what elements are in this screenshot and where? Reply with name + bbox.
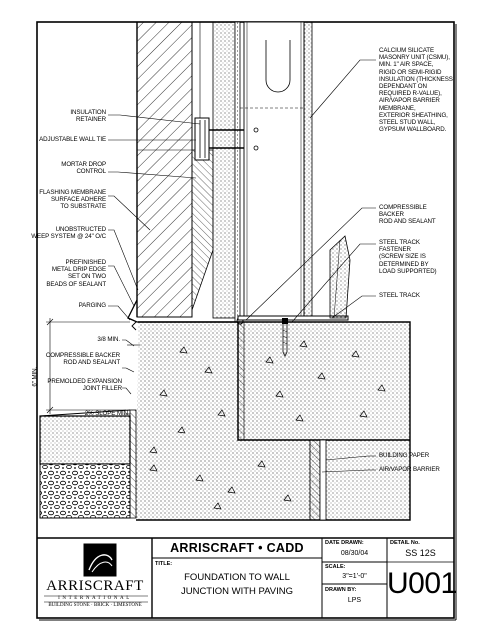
sheet-number: U001 — [387, 567, 457, 600]
label-mortar-drop-control: MORTAR DROP CONTROL — [61, 161, 106, 176]
label-3-8-min: 3/8 MIN. — [97, 336, 120, 343]
label-air-vapor-barrier: AIR/VAPOR BARRIER — [379, 466, 440, 473]
scale-value: 3"=1'-0" — [342, 573, 367, 580]
label-steel-track-fastener: STEEL TRACK FASTENER (SCREW SIZE IS DETE… — [379, 239, 437, 275]
title-line-2: JUNCTION WITH PAVING — [180, 586, 294, 597]
label-backer-rod-left: COMPRESSIBLE BACKER ROD AND SEALANT — [45, 352, 120, 367]
label-weep-system: UNOBSTRUCTED WEEP SYSTEM @ 24" O/C — [31, 226, 106, 241]
label-drip-edge: PREFINISHED METAL DRIP EDGE SET ON TWO B… — [46, 259, 106, 288]
title-label: TITLE: — [155, 561, 173, 567]
drip-edge — [127, 299, 240, 323]
scale-label: SCALE: — [325, 564, 346, 570]
detail-value: SS 12S — [405, 548, 436, 558]
logo-name: ARRISCRAFT — [46, 578, 144, 594]
drawn-label: DRAWN BY: — [325, 587, 357, 593]
expansion-joint-filler — [129, 409, 137, 519]
label-slope-min: 2% SLOPE MIN — [84, 410, 128, 417]
title-block — [37, 537, 454, 618]
adjustable-wall-tie — [194, 117, 259, 161]
label-6-min: 6" MIN. — [31, 366, 39, 387]
date-label: DATE DRAWN: — [325, 540, 364, 546]
label-insulation-retainer: INSULATION RETAINER — [70, 109, 106, 124]
drawn-value: LPS — [347, 597, 362, 604]
title-line-1: FOUNDATION TO WALL — [184, 572, 290, 583]
label-expansion-filler: PREMOLDED EXPANSION JOINT FILLER — [47, 378, 122, 393]
paving — [39, 409, 131, 519]
steel-stud — [243, 21, 305, 319]
steel-track — [237, 315, 349, 321]
label-adjustable-wall-tie: ADJUSTABLE WALL TIE — [39, 136, 106, 143]
foundation-slab — [136, 321, 411, 521]
date-value: 08/30/04 — [340, 550, 369, 557]
rigid-insulation — [212, 21, 236, 319]
label-wall-assembly: CALCIUM SILICATE MASONRY UNIT (CSMU), MI… — [379, 47, 453, 134]
company-heading: ARRISCRAFT • CADD — [170, 541, 304, 555]
csmu-veneer — [136, 21, 193, 318]
logo-sub: INTERNATIONAL — [58, 596, 132, 601]
mortar-drop-control — [191, 149, 214, 311]
label-backer-rod-right: COMPRESSIBLE BACKER ROD AND SEALANT — [379, 204, 436, 226]
detail-label: DETAIL No. — [390, 540, 420, 546]
label-parging: PARGING — [78, 302, 106, 309]
label-building-paper: BUILDING PAPER — [379, 452, 430, 459]
arriscraft-logo-icon — [83, 543, 117, 577]
label-steel-track: STEEL TRACK — [379, 292, 420, 299]
logo-tagline: BUILDING STONE · BRICK · LIMESTONE — [48, 603, 142, 608]
leader-lines — [108, 59, 376, 473]
label-flashing-membrane: FLASHING MEMBRANE SURFACE ADHERE TO SUBS… — [39, 189, 106, 211]
